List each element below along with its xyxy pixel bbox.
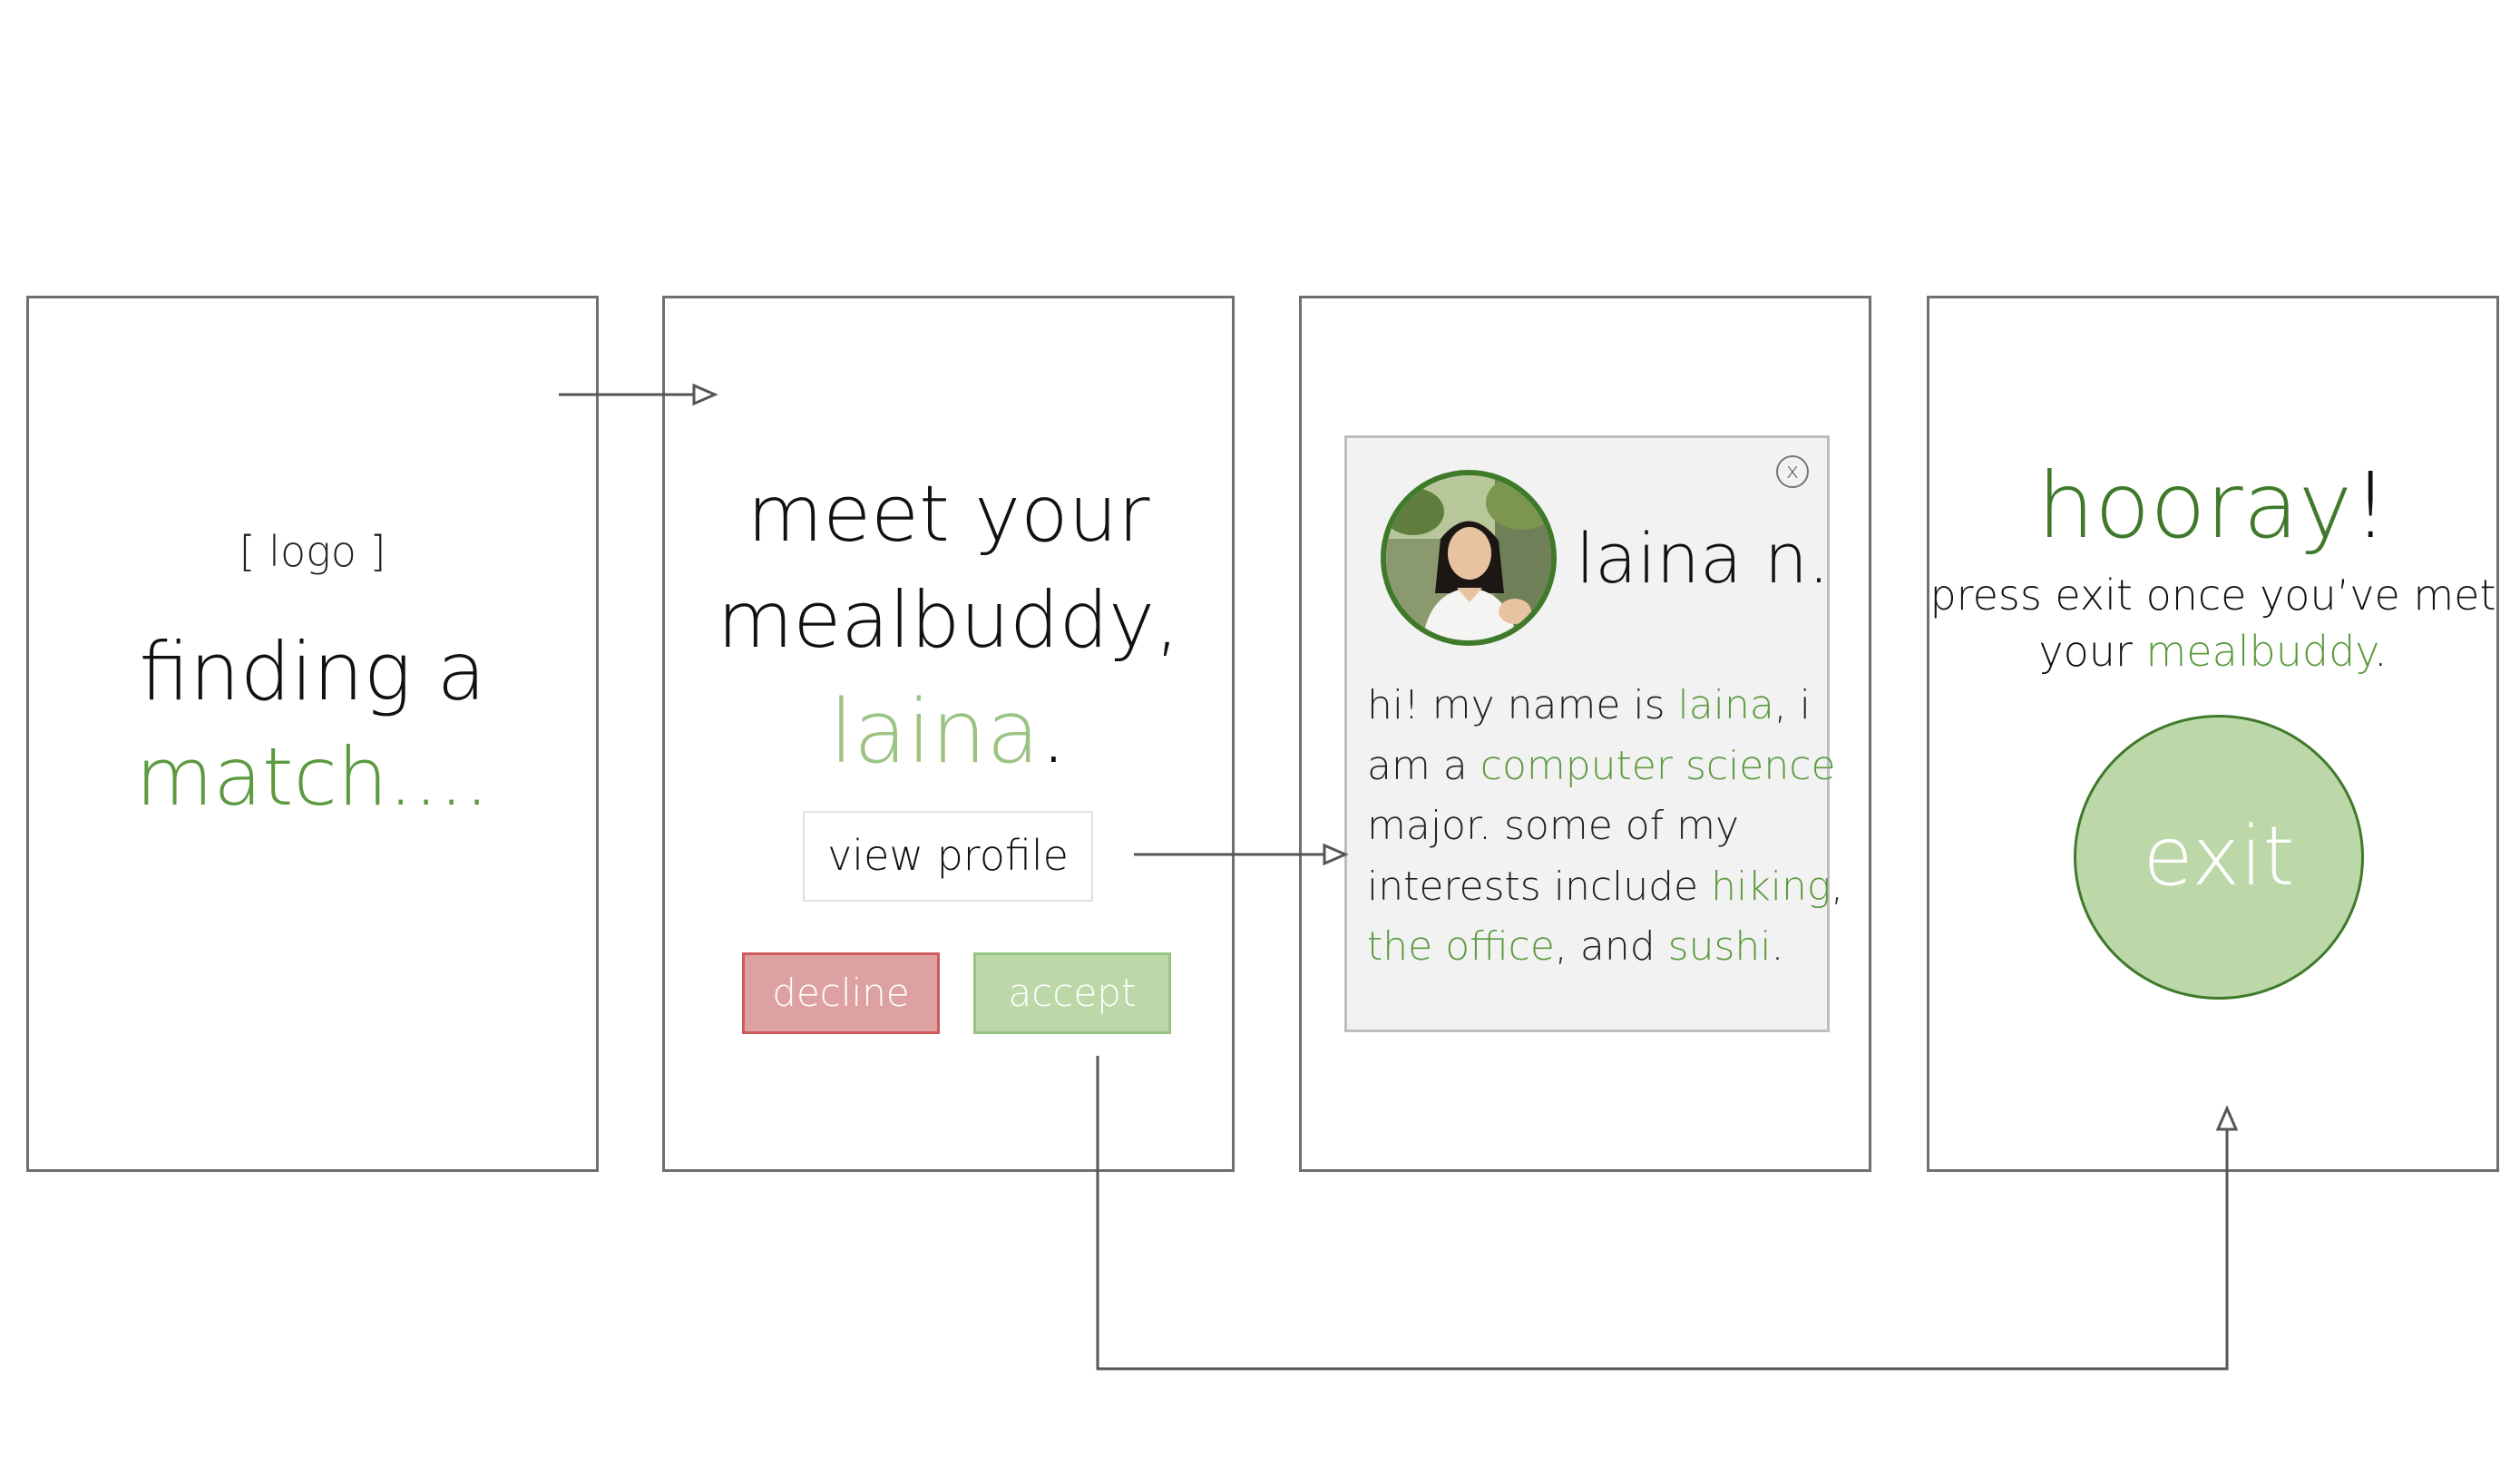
- match-name: laina.: [665, 681, 1232, 783]
- finding-title: finding a: [139, 625, 486, 718]
- bio-text: .: [1771, 923, 1784, 970]
- screen-finding-match: [ logo ] finding a match....: [26, 296, 599, 1172]
- screen-profile: x laina n. hi! my name is laina, i am a …: [1299, 296, 1871, 1172]
- bio-line: major. some of my: [1367, 796, 1821, 857]
- decline-button[interactable]: decline: [742, 952, 940, 1034]
- hooray-title-text: hooray: [2037, 453, 2353, 559]
- bio-text: interests include: [1367, 863, 1712, 910]
- match-name-punct: .: [1040, 681, 1068, 783]
- bio-text: hi! my name is: [1367, 682, 1678, 728]
- bio-line: the office, and sushi.: [1367, 917, 1821, 978]
- instruction-text: your: [2038, 627, 2146, 676]
- bio-line: interests include hiking,: [1367, 857, 1843, 918]
- view-profile-button[interactable]: view profile: [803, 811, 1093, 902]
- hooray-title: hooray!: [1929, 453, 2496, 559]
- profile-bio: hi! my name is laina, i am a computer sc…: [1367, 676, 1843, 978]
- match-title: match....: [135, 730, 490, 824]
- avatar-photo-icon: [1386, 475, 1551, 640]
- arrowhead-right-icon: [692, 383, 718, 406]
- bio-highlight-interest: sushi: [1667, 923, 1772, 970]
- arrow-accept-to-hooray: [1096, 1056, 2229, 1371]
- bio-line: hi! my name is laina, i: [1367, 676, 1821, 737]
- profile-name: laina n.: [1576, 518, 1831, 599]
- accept-button[interactable]: accept: [973, 952, 1171, 1034]
- match-name-text: laina: [829, 681, 1040, 783]
- avatar: [1381, 470, 1557, 646]
- arrowhead-right-icon: [1323, 843, 1349, 866]
- bio-text: , and: [1554, 923, 1668, 970]
- bio-text: am a: [1367, 742, 1480, 789]
- instruction-text: .: [2373, 627, 2388, 676]
- instruction-highlight: mealbuddy: [2145, 627, 2374, 676]
- close-icon[interactable]: x: [1776, 455, 1809, 488]
- screen-hooray: hooray! press exit once you’ve met your …: [1927, 296, 2499, 1172]
- arrowhead-up-icon: [2215, 1105, 2239, 1131]
- bio-text: major. some of my: [1367, 803, 1740, 849]
- bio-highlight-major: computer science: [1480, 742, 1836, 789]
- meet-heading-line1: meet your: [747, 469, 1150, 560]
- hooray-instruction-line1: press exit once you’ve met: [1929, 571, 2496, 620]
- bio-line: am a computer science: [1367, 737, 1836, 797]
- hooray-instruction-line2: your mealbuddy.: [1929, 627, 2496, 676]
- meet-heading-line2: mealbuddy,: [717, 575, 1180, 666]
- bio-highlight-name: laina: [1677, 682, 1774, 728]
- bio-highlight-interest: the office: [1367, 923, 1555, 970]
- bio-text: , i: [1773, 682, 1811, 728]
- logo-placeholder: [ logo ]: [239, 527, 386, 576]
- exit-button[interactable]: exit: [2074, 715, 2364, 1000]
- profile-card: x laina n. hi! my name is laina, i am a …: [1344, 435, 1843, 1032]
- hooray-title-punct: !: [2352, 453, 2389, 559]
- bio-highlight-interest: hiking: [1711, 863, 1831, 910]
- screen-meet-mealbuddy: meet your mealbuddy, laina. view profile…: [662, 296, 1235, 1172]
- bio-text: ,: [1831, 863, 1844, 910]
